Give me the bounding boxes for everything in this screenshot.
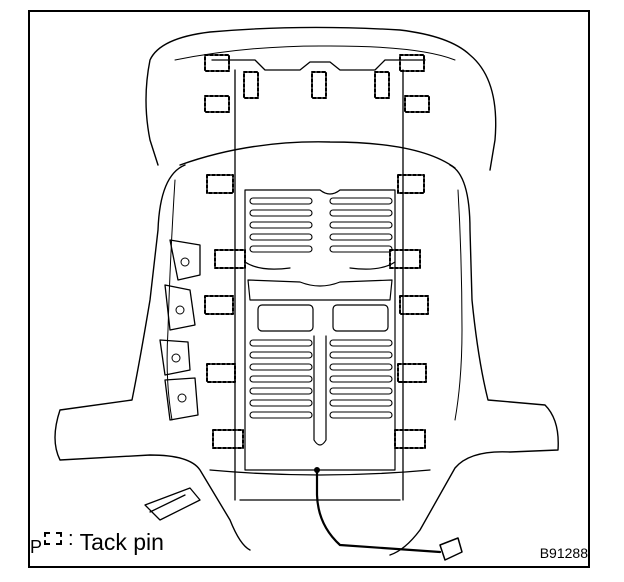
hinge-bolt-3	[171, 353, 181, 363]
legend: P : Tack pin	[30, 527, 164, 558]
tack-pin-icon	[212, 429, 244, 449]
lead-wire	[315, 468, 442, 554]
pad-lower-edge	[209, 469, 431, 501]
center-spine	[313, 335, 327, 446]
legend-label: Tack pin	[79, 529, 164, 555]
legend-colon: :	[68, 528, 74, 550]
upper-wire-frame	[211, 59, 426, 501]
left-lower-strap	[144, 487, 201, 521]
seat-back-upper-outline	[145, 26, 497, 171]
seat-back-inner-top	[174, 45, 456, 61]
tack-pin-icon	[397, 363, 427, 383]
wire-anchor-dot	[314, 467, 320, 473]
tack-pin-icon	[311, 71, 327, 99]
tack-pin-icon	[204, 95, 230, 113]
left-hinge-bracket	[159, 239, 201, 421]
tack-pin-icon	[214, 249, 246, 269]
pad-slots-right	[329, 197, 393, 419]
figure-code: B91288	[539, 545, 588, 561]
tack-pin-icon	[389, 249, 421, 269]
tack-pin-legend-icon	[44, 532, 63, 545]
hinge-bolt-1	[180, 257, 190, 267]
hinge-bolt-2	[175, 305, 185, 315]
cushion-top-arch	[179, 141, 456, 169]
pad-slots-left	[249, 197, 313, 419]
hinge-bolt-4	[177, 393, 187, 403]
tack-pin-icon	[397, 174, 425, 194]
tack-pin-icon	[399, 54, 425, 72]
tack-pin-icon	[374, 71, 390, 99]
slotted-pad	[244, 189, 396, 471]
legend-prefix: P	[30, 537, 43, 557]
tack-pin-icon	[399, 295, 429, 315]
wire-connector	[439, 537, 463, 561]
tack-pin-icon	[404, 95, 430, 113]
right-bolster-inner	[454, 189, 463, 421]
tack-pin-icon	[206, 174, 234, 194]
tack-pin-icon	[206, 363, 236, 383]
tack-pin-icon	[243, 71, 259, 99]
left-bolster-inner	[166, 179, 176, 421]
left-bolster-outline	[54, 164, 251, 551]
tack-pin-icon	[204, 54, 230, 72]
tack-pins	[204, 54, 430, 449]
tack-pin-icon	[204, 295, 234, 315]
right-bolster-outline	[389, 164, 559, 556]
tack-pin-icon	[394, 429, 426, 449]
